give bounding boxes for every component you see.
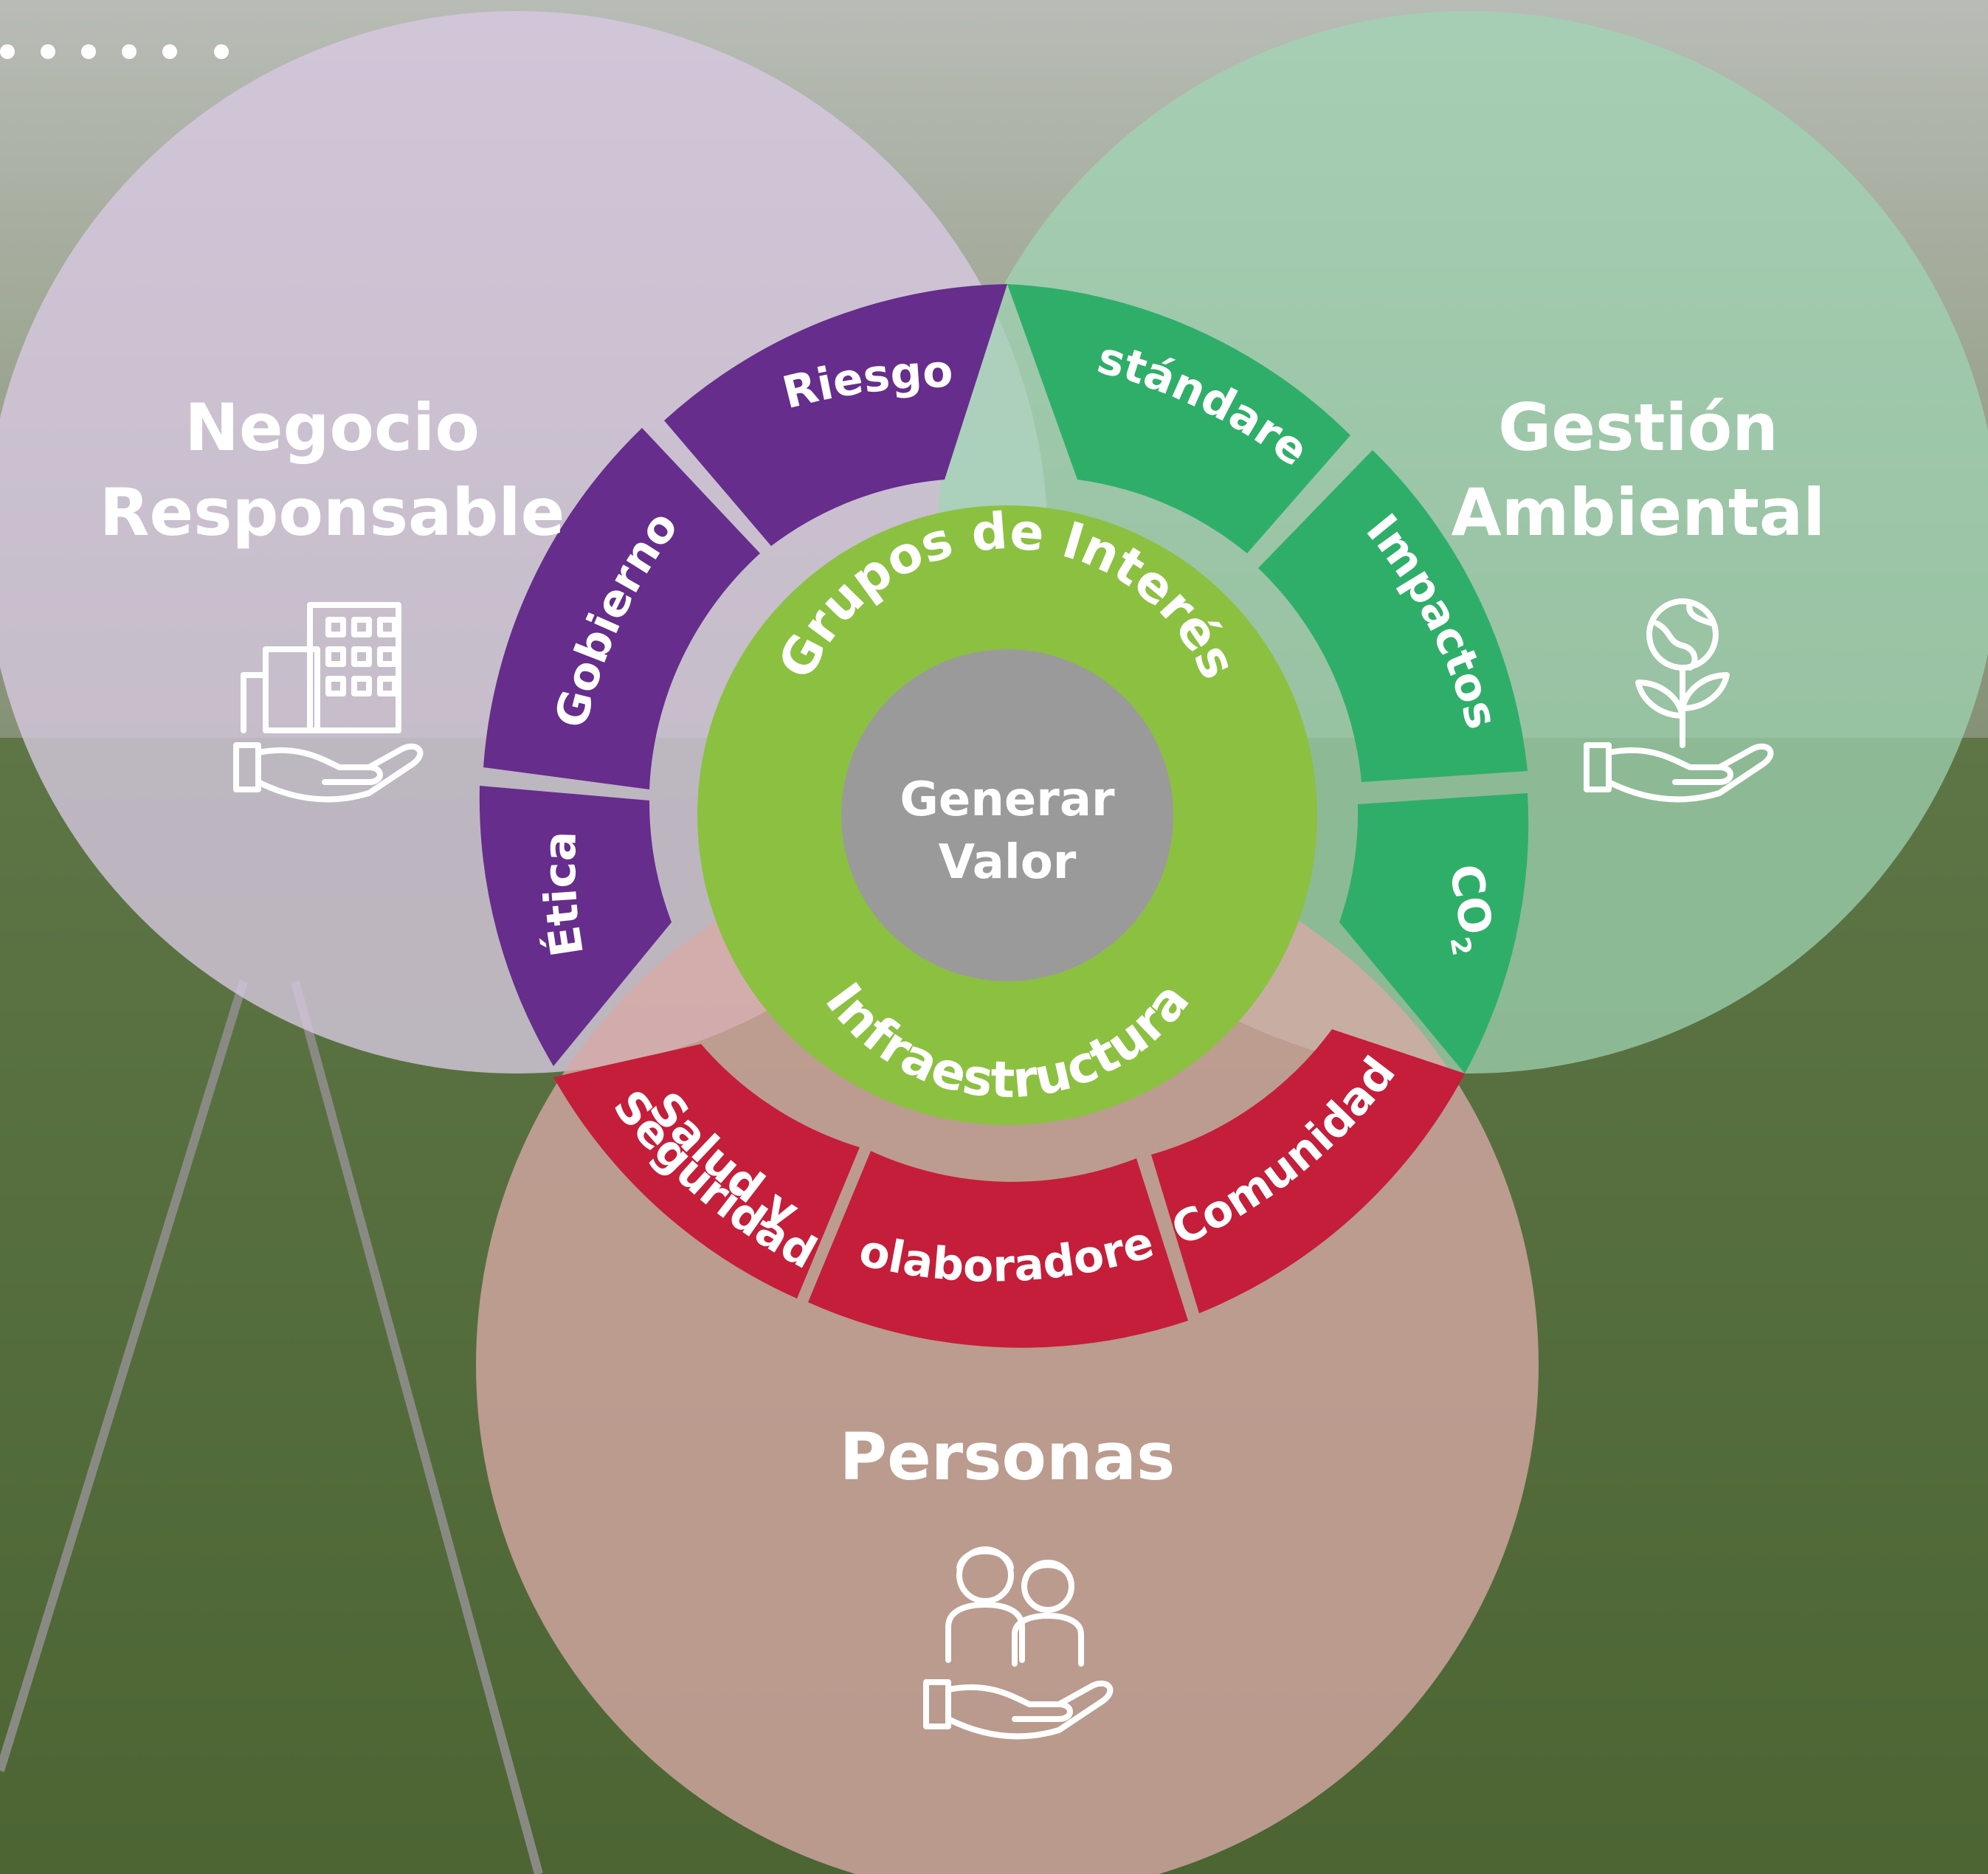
gestion-title-line2: Ambiental [1452, 474, 1826, 550]
segment-colaboradores[interactable] [808, 1151, 1188, 1348]
negocio-title-line2: Responsable [100, 474, 565, 550]
generar-valor-line2: Valor [939, 835, 1077, 890]
people-in-hand-icon [923, 1546, 1114, 1740]
building-in-hand-icon [233, 602, 424, 803]
outer-segment-ring [479, 284, 1529, 1348]
rail-tracks [0, 980, 543, 1874]
segment-impactos[interactable] [1258, 450, 1528, 782]
segment-etica[interactable] [479, 786, 672, 1066]
segment-comunidad[interactable] [1151, 1029, 1465, 1313]
gestion-title-line1: Gestión [1498, 390, 1778, 466]
personas-title: Personas [840, 1419, 1176, 1495]
co2-label: CO2 [1432, 860, 1505, 958]
generar-valor-line1: Generar [900, 772, 1115, 827]
generar-valor-core [841, 649, 1173, 981]
segment-salud-seguridad[interactable] [553, 1044, 860, 1299]
negocio-title-line1: Negocio [184, 390, 480, 466]
dotted-decoration [0, 44, 229, 59]
plant-globe-in-hand-icon [1584, 598, 1774, 803]
segment-estandares[interactable] [1007, 284, 1350, 553]
segment-gobierno[interactable] [483, 428, 760, 789]
segment-co2[interactable] [1339, 793, 1529, 1073]
etica-label: Ética [534, 831, 594, 961]
co2-main: CO [1439, 860, 1502, 938]
segment-riesgo[interactable] [664, 284, 1007, 546]
